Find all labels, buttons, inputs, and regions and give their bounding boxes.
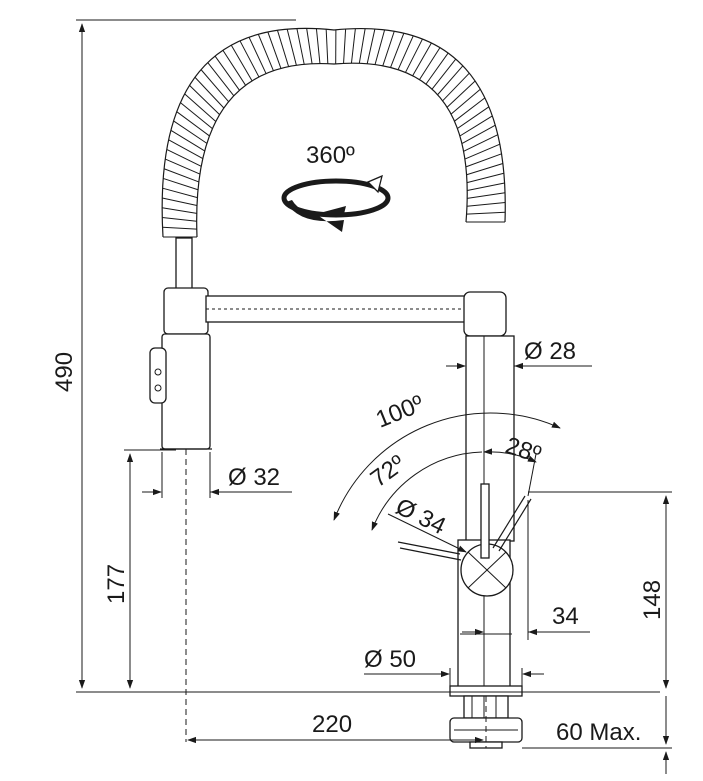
coil-ring [437, 65, 464, 96]
coil-ring [162, 207, 197, 214]
coil-ring [267, 31, 282, 69]
coil-ring [358, 28, 366, 64]
dimension-spray-head: Ø 32 [142, 452, 292, 498]
coil-ring [467, 182, 505, 191]
coil-ring [390, 33, 405, 68]
coil-ring [194, 76, 225, 109]
coil-ring [248, 36, 267, 74]
dimension-total-height: 490 [51, 19, 660, 693]
hose-diameter-label: Ø 28 [524, 338, 576, 365]
coil-ring [296, 28, 305, 65]
coil-ring [466, 172, 504, 184]
coil-ring [315, 28, 321, 64]
coil-ring [466, 163, 504, 176]
coil-ring [431, 58, 457, 90]
coil-ring [442, 72, 470, 102]
coil-ring [374, 29, 386, 65]
coil-ring [163, 168, 200, 183]
dimension-base: Ø 50 [364, 646, 544, 686]
coil-ring [405, 38, 423, 73]
spring-hose [161, 27, 506, 238]
coil-ring [222, 49, 247, 86]
lever-height-label: 148 [639, 580, 666, 620]
coil-ring [467, 192, 506, 199]
coil-ring [286, 29, 297, 66]
dimension-spout-clearance: 177 [103, 449, 176, 689]
coil-ring [466, 211, 506, 215]
coil-ring [419, 47, 441, 80]
coil-ring [180, 102, 213, 130]
coil-ring [412, 42, 432, 76]
spray-head-assembly [149, 237, 467, 742]
spray-head-diameter-label: Ø 32 [228, 464, 280, 491]
coil-ring [325, 29, 329, 64]
coil-ring [382, 31, 395, 66]
total-height-label: 490 [51, 352, 78, 392]
coil-ring [454, 97, 486, 122]
coil-ring [173, 120, 208, 144]
coil-ring [162, 197, 198, 206]
rotation-arrow-icon [281, 174, 391, 232]
coil-ring [207, 62, 235, 97]
spout-clearance-label: 177 [103, 564, 130, 604]
coil-ring [457, 106, 490, 129]
dimension-lever-height: 148 [528, 491, 672, 689]
coil-ring [170, 129, 205, 152]
dimension-deck-thickness: 60 Max. [522, 696, 672, 774]
coil-ring [306, 28, 313, 64]
mounting-fixture [449, 695, 523, 749]
coil-ring [162, 187, 198, 199]
coil-ring [239, 40, 260, 78]
coil-ring [459, 115, 493, 137]
deck-thickness-label: 60 Max. [556, 719, 641, 746]
coil-ring [465, 153, 502, 168]
coil-ring [162, 226, 197, 230]
coil-ring [464, 143, 501, 160]
base-diameter-label: Ø 50 [364, 646, 416, 673]
coil-ring [176, 111, 210, 137]
coil-ring [463, 134, 499, 152]
coil-ring [163, 177, 199, 191]
dimension-lever-diameter: Ø 34 [387, 493, 467, 553]
coil-ring [397, 35, 414, 70]
coil-ring [466, 201, 506, 207]
reach-label: 220 [312, 711, 352, 738]
coil-ring [446, 80, 476, 108]
coil-ring [230, 44, 253, 82]
coil-ring [257, 34, 274, 71]
coil-ring [200, 69, 229, 103]
dimension-hose: Ø 28 [446, 338, 592, 370]
coil-ring [214, 55, 240, 91]
dimension-reach: 220 [187, 696, 487, 748]
lever-range-label: 72º [366, 450, 411, 493]
coil-ring [450, 88, 481, 115]
coil-ring [168, 139, 204, 160]
swing-range-label: 100º [372, 390, 428, 433]
rotation-label: 360º [306, 142, 355, 169]
dimension-lever-offset: 34 [462, 500, 590, 640]
coil-ring [189, 85, 220, 115]
lever-offset-label: 34 [552, 603, 579, 630]
angle-dimensions: 100º 72º 28º [333, 390, 561, 531]
coil-ring [425, 52, 449, 85]
coil-ring [162, 216, 197, 222]
coil-ring [350, 28, 356, 64]
coil-ring [184, 93, 217, 122]
coil-ring [461, 124, 496, 145]
coil-ring [343, 29, 347, 64]
coil-ring [276, 30, 290, 67]
coil-ring [166, 148, 202, 167]
lever-diameter-label: Ø 34 [391, 493, 450, 540]
coil-ring [165, 158, 201, 175]
coil-ring [366, 28, 376, 64]
